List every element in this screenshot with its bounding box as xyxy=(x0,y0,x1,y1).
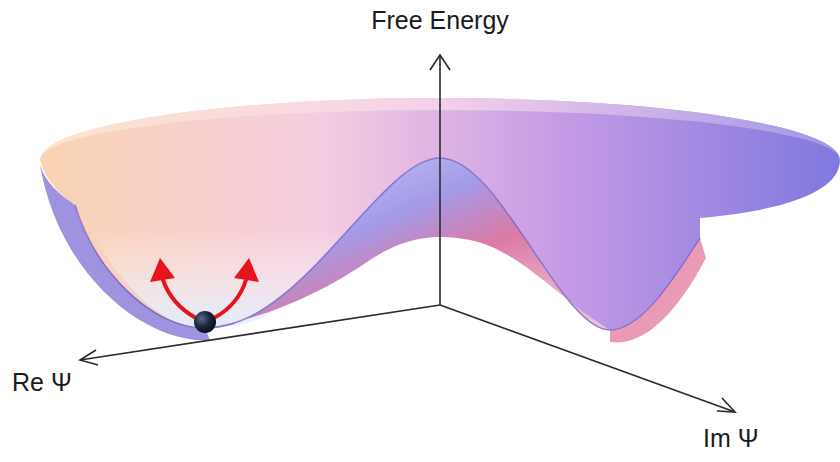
cut-face-left xyxy=(40,165,210,340)
arrowhead xyxy=(150,258,175,282)
axes xyxy=(80,55,735,412)
ball xyxy=(194,311,216,333)
central-hump xyxy=(205,158,610,330)
cut-edge xyxy=(75,158,700,330)
axis-label: Im Ψ xyxy=(703,424,759,453)
axis-label: Free Energy xyxy=(371,6,509,35)
arrowhead xyxy=(234,258,259,282)
axis-label: Re Ψ xyxy=(12,368,72,397)
